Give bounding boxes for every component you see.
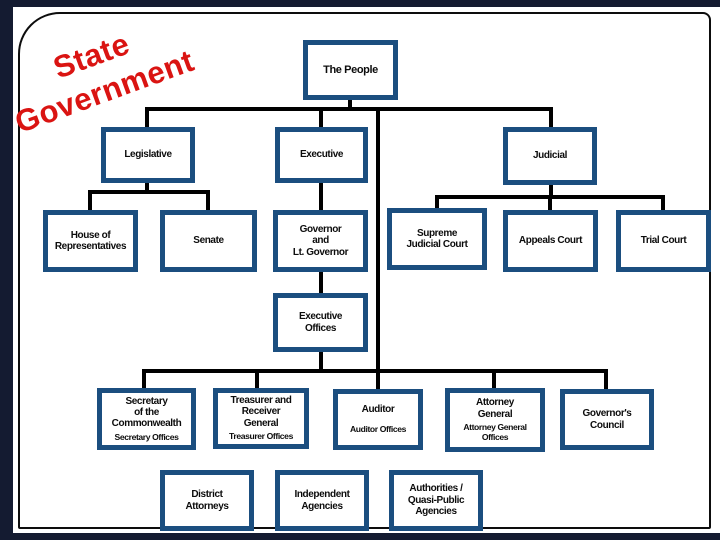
connector-execoffices-lower bbox=[319, 352, 323, 372]
connector-central-trunk bbox=[376, 111, 380, 389]
org-box-independent-agencies[interactable]: Independent Agencies bbox=[275, 470, 369, 531]
org-box-label: Attorney General bbox=[476, 397, 514, 420]
org-box-label: Supreme Judicial Court bbox=[406, 227, 468, 250]
org-box-label: Independent Agencies bbox=[294, 489, 350, 512]
slide-bottom-border bbox=[0, 533, 720, 540]
org-box-label: House of Representatives bbox=[54, 229, 127, 252]
org-box-district-attorneys[interactable]: District Attorneys bbox=[160, 470, 254, 531]
org-box-governor-lt-governor[interactable]: Governor and Lt. Governor bbox=[273, 210, 368, 272]
org-box-label: Senate bbox=[193, 235, 224, 247]
org-box-label: Governor's Council bbox=[582, 408, 632, 431]
org-box-attorney-general[interactable]: Attorney General Attorney General Office… bbox=[445, 388, 545, 452]
connector-legislative-lower-stub bbox=[145, 183, 149, 191]
org-box-auditor[interactable]: Auditor Auditor Offices bbox=[333, 389, 423, 450]
connector-trial-stub bbox=[661, 199, 665, 210]
connector-executive-stub bbox=[319, 111, 323, 127]
org-box-supreme-judicial-court[interactable]: Supreme Judicial Court bbox=[387, 208, 487, 270]
org-box-executive[interactable]: Executive bbox=[275, 127, 368, 183]
connector-executive-governor bbox=[319, 183, 323, 210]
org-box-trial-court[interactable]: Trial Court bbox=[616, 210, 711, 272]
org-box-label: Judicial bbox=[532, 150, 568, 162]
org-box-label: Authorities / Quasi-Public Agencies bbox=[407, 483, 465, 518]
connector-people-stub bbox=[348, 100, 352, 109]
org-box-legislative[interactable]: Legislative bbox=[101, 127, 195, 183]
org-box-secretary-of-the-commonwealth[interactable]: Secretary of the Commonwealth Secretary … bbox=[97, 388, 196, 450]
org-box-sublabel: Treasurer Offices bbox=[229, 431, 293, 442]
org-box-house-of-representatives[interactable]: House of Representatives bbox=[43, 210, 138, 272]
org-box-label: Auditor bbox=[361, 404, 395, 416]
org-box-label: Appeals Court bbox=[518, 235, 583, 247]
connector-top-horizontal bbox=[145, 107, 553, 111]
org-box-executive-offices[interactable]: Executive Offices bbox=[273, 293, 368, 352]
connector-senate-stub bbox=[206, 194, 210, 210]
connector-house-stub bbox=[88, 194, 92, 210]
connector-governors-council-stub bbox=[604, 373, 608, 389]
org-box-label: District Attorneys bbox=[185, 489, 229, 512]
org-box-label: Governor and Lt. Governor bbox=[292, 223, 349, 258]
connector-officers-horizontal bbox=[142, 369, 608, 373]
org-box-the-people[interactable]: The People bbox=[303, 40, 398, 100]
connector-governor-execoffices bbox=[319, 272, 323, 293]
connector-judicial-lower-stub bbox=[549, 183, 553, 196]
connector-secretary-stub bbox=[142, 373, 146, 388]
org-box-label: Trial Court bbox=[640, 235, 687, 247]
org-box-judicial[interactable]: Judicial bbox=[503, 127, 597, 185]
connector-legislative-horizontal bbox=[88, 190, 210, 194]
org-box-sublabel: Auditor Offices bbox=[349, 423, 407, 434]
slide-left-border bbox=[0, 0, 13, 540]
org-box-label: Treasurer and Receiver General bbox=[230, 395, 292, 429]
connector-legislative-stub bbox=[145, 111, 149, 127]
org-box-senate[interactable]: Senate bbox=[160, 210, 257, 272]
connector-attorney-general-stub bbox=[492, 373, 496, 388]
connector-judicial-horizontal bbox=[435, 195, 665, 199]
org-box-appeals-court[interactable]: Appeals Court bbox=[503, 210, 598, 272]
slide-top-border bbox=[0, 0, 720, 7]
org-box-label: Executive Offices bbox=[298, 311, 343, 334]
org-box-governors-council[interactable]: Governor's Council bbox=[560, 389, 654, 450]
connector-appeals-stub bbox=[548, 199, 552, 210]
org-box-label: The People bbox=[323, 63, 378, 76]
org-box-sublabel: Attorney General Offices bbox=[463, 422, 527, 442]
org-box-authorities-quasi-public[interactable]: Authorities / Quasi-Public Agencies bbox=[389, 470, 483, 531]
connector-treasurer-stub bbox=[255, 373, 259, 388]
connector-supreme-court-stub bbox=[435, 199, 439, 208]
org-box-label: Secretary of the Commonwealth bbox=[111, 395, 182, 430]
org-box-treasurer-receiver-general[interactable]: Treasurer and Receiver General Treasurer… bbox=[213, 388, 309, 449]
org-box-label: Legislative bbox=[124, 149, 172, 161]
org-box-label: Executive bbox=[299, 149, 344, 161]
org-box-sublabel: Secretary Offices bbox=[114, 431, 179, 442]
connector-judicial-stub bbox=[549, 111, 553, 127]
